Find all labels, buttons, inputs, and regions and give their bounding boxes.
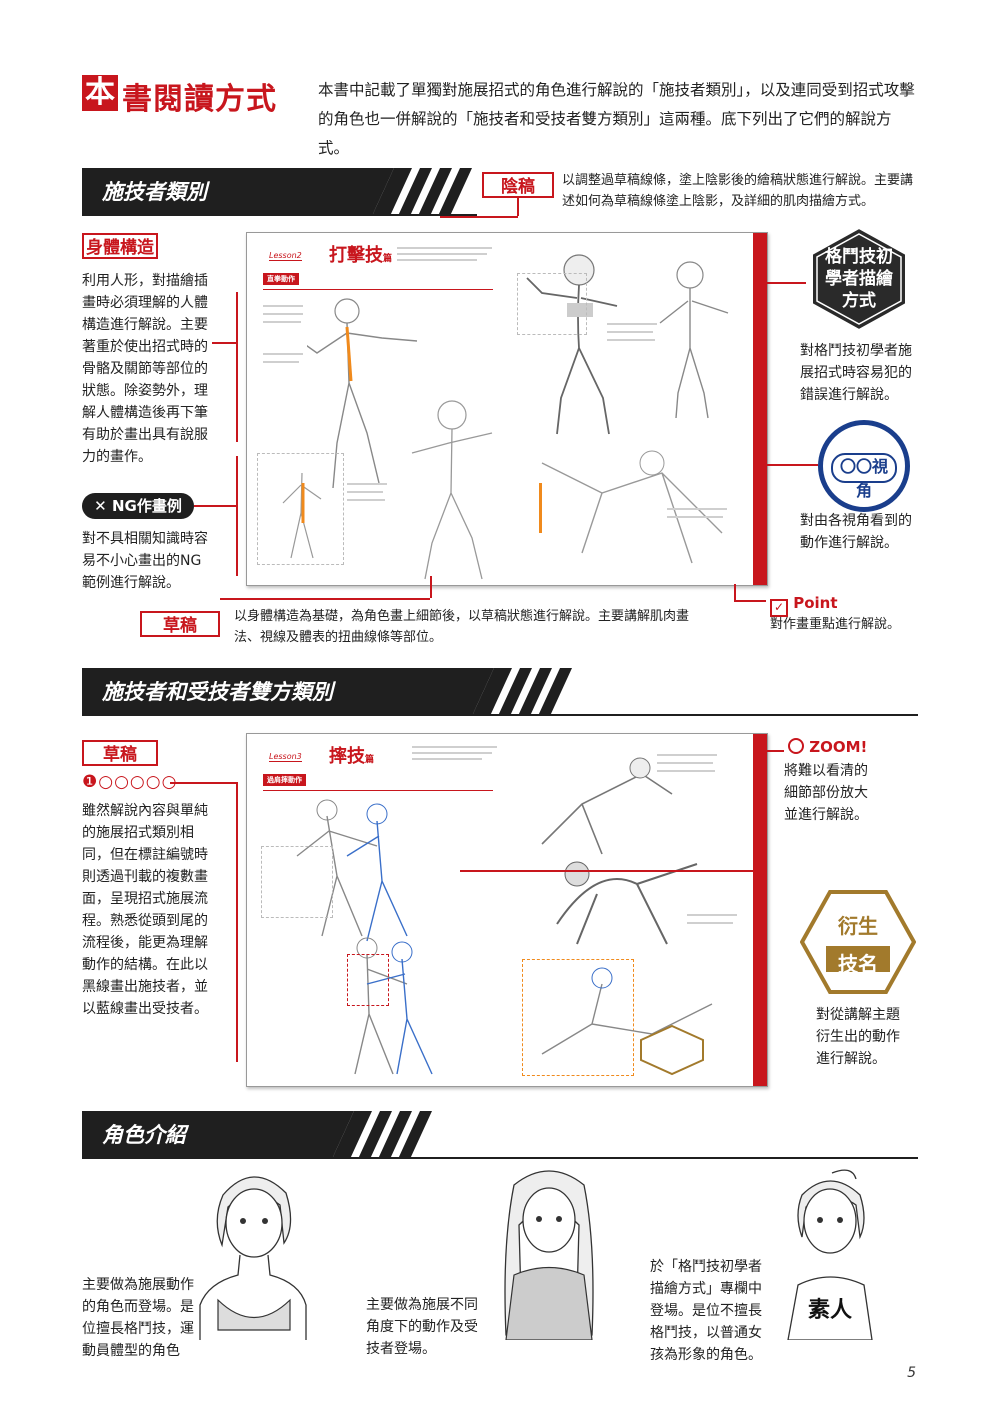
point-label: ✓ Point	[770, 594, 838, 617]
page-number: 5	[907, 1365, 916, 1381]
beginner-badge	[811, 226, 907, 332]
throw-step3-figure-icon	[541, 757, 673, 855]
section1-stripes	[372, 168, 472, 216]
draft-figure-icon	[411, 400, 493, 580]
spread1-tag: 直拳動作	[263, 273, 299, 285]
draft-label-1: 草稿	[140, 611, 220, 637]
view-angle-badge-text: 〇〇視角	[831, 453, 897, 500]
section3-underline	[82, 1157, 918, 1159]
throw-step4-figure-icon	[556, 861, 698, 945]
point-desc: 對作畫重點進行解說。	[770, 617, 901, 632]
draft-desc-1: 以身體構造為基礎，為角色畫上細節後，以草稿狀態進行解說。主要講解肌肉畫法、視線及…	[234, 609, 690, 645]
shade-connector-h	[440, 216, 518, 218]
draft-connector	[220, 598, 430, 600]
magnifier-icon	[788, 738, 804, 754]
body-structure-label: 身體構造	[82, 233, 158, 259]
character-1-desc: 主要做為施展動作的角色而登場。是位擅長格鬥技，運動員體型的角色	[82, 1277, 194, 1359]
beginner-figure-icon	[659, 261, 729, 419]
throw-step2-figure-icon	[354, 937, 433, 1075]
body-bracket	[236, 292, 238, 442]
section3-header: 角色介紹	[82, 1111, 332, 1159]
draft-desc-2: 雖然解說內容與單純的施展招式類別相同，但在標註編號時則透過刊載的複數畫面，呈現招…	[82, 803, 208, 1017]
view-angle-badge: 〇〇視角	[818, 420, 910, 512]
page-title: 書閱讀方式	[122, 82, 277, 117]
point-connector	[734, 584, 736, 600]
draft2-bracket	[236, 782, 238, 1062]
section3-stripes	[332, 1111, 432, 1159]
derived-technique-badge	[800, 890, 916, 994]
derive-mini-badge-icon	[640, 1024, 704, 1076]
character-2-desc: 主要做為施展不同角度下的動作及受技者登場。	[366, 1297, 478, 1357]
derived-badge-bottom: 技名	[838, 952, 878, 976]
step-marks: ❶○○○○○	[82, 772, 178, 792]
section3-title: 角色介紹	[102, 1123, 186, 1147]
shade-label: 陰稿	[482, 172, 554, 198]
character-2-illustration	[504, 1170, 594, 1340]
ng-example-label: ✕ NG作畫例	[82, 493, 194, 519]
body-structure-desc: 利用人形，對描繪插畫時必須理解的人體構造進行解說。主要著重於使出招式時的骨骼及關…	[82, 273, 208, 465]
section2-header: 施技者和受技者雙方類別	[82, 668, 472, 716]
character-3-shirt-text: 素人	[808, 1297, 853, 1323]
section1-header: 施技者類別	[82, 168, 372, 216]
draft-connector-v	[430, 576, 432, 598]
spread1-lesson: Lesson2	[269, 251, 302, 261]
derived-desc: 對從講解主題衍生出的動作進行解說。	[816, 1007, 900, 1067]
angle-view-figure-icon	[541, 450, 723, 564]
draft2-bracket-tick	[170, 782, 236, 784]
spread2-tag: 過肩摔動作	[263, 774, 306, 786]
shade-connector	[517, 198, 519, 216]
body-bracket-tick	[212, 342, 236, 344]
intro-paragraph: 本書中記載了單獨對施展招式的角色進行解說的「施技者類別」，以及連同受到招式攻擊的…	[318, 81, 915, 157]
spread2-sideband	[753, 734, 767, 1086]
ng-example-desc: 對不具相關知識時容易不小心畫出的NG範例進行解說。	[82, 531, 208, 591]
zoom-connector	[766, 750, 784, 752]
spread2-lesson: Lesson3	[269, 752, 302, 762]
ng-x-icon: ✕	[94, 497, 112, 515]
section2-title: 施技者和受技者雙方類別	[102, 680, 333, 704]
draft-label-2: 草稿	[82, 740, 158, 766]
beginner-connector	[766, 282, 806, 284]
character-3-desc: 於「格鬥技初學者描繪方式」專欄中登場。是位不擅長格鬥技，以普通女孩為形象的角色。	[650, 1259, 762, 1363]
spread1-title: 打擊技篇	[329, 245, 393, 266]
sample-spread-2: Lesson3 摔技篇 過肩摔動作	[246, 733, 768, 1087]
character-3-illustration	[787, 1169, 873, 1340]
mannequin-figure-icon	[307, 298, 418, 489]
sample-spread-1: Lesson2 打擊技篇 直拳動作	[246, 232, 768, 586]
beginner-badge-text: 格鬥技初學者描繪方式	[825, 247, 893, 311]
point-connector-h	[734, 600, 766, 602]
zoom-label: ZOOM!	[788, 738, 867, 756]
spread2-title: 摔技篇	[329, 746, 375, 767]
view-connector	[766, 464, 818, 466]
section2-underline	[82, 714, 918, 716]
derived-badge-top: 衍生	[838, 914, 878, 938]
section1-title: 施技者類別	[102, 180, 207, 204]
throw-step1-figure-icon	[296, 799, 408, 942]
ng-bracket	[236, 456, 238, 576]
spread1-sideband	[753, 233, 767, 585]
section2-stripes	[472, 668, 572, 716]
ng-bracket-tick	[194, 505, 236, 507]
zoom-desc: 將難以看清的細節部份放大並進行解說。	[784, 763, 868, 823]
section1-underline	[82, 214, 477, 216]
title-highlight-char: 本	[82, 75, 118, 111]
view-angle-desc: 對由各視角看到的動作進行解說。	[800, 513, 912, 551]
checkbox-icon: ✓	[770, 599, 788, 617]
character-1-illustration	[199, 1176, 307, 1340]
beginner-desc: 對格鬥技初學者施展招式時容易犯的錯誤進行解說。	[800, 343, 912, 403]
shade-desc: 以調整過草稿線條，塗上陰影後的繪稿狀態進行解說。主要講述如何為草稿線條塗上陰影，…	[562, 173, 914, 209]
zoom-connector-long	[460, 870, 766, 872]
